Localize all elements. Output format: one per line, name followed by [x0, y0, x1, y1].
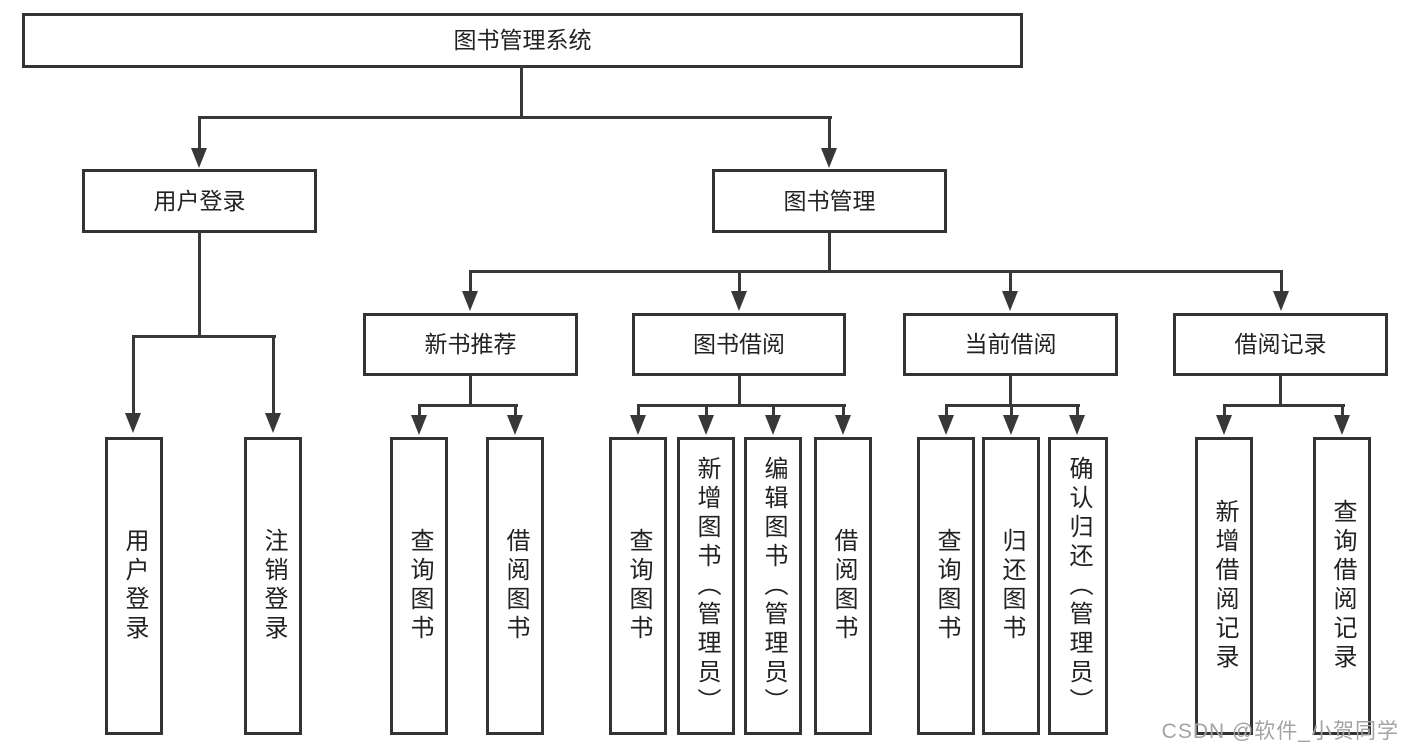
arrow-down-icon [821, 148, 837, 168]
node-user-login: 用户登录 [82, 169, 317, 233]
connector-line [705, 404, 708, 417]
leaf-newbook-borrow-books: 借阅图书 [486, 437, 544, 735]
connector-line [132, 335, 276, 338]
node-label: 用户登录 [153, 187, 246, 214]
arrow-down-icon [1069, 415, 1085, 435]
node-label: 编辑图书（管理员） [760, 455, 787, 717]
node-label: 新增图书（管理员） [693, 455, 720, 717]
arrow-down-icon [462, 291, 478, 311]
arrow-down-icon [265, 413, 281, 433]
connector-line [1010, 404, 1013, 417]
node-library-system: 图书管理系统 [22, 13, 1023, 68]
connector-line [198, 116, 832, 119]
connector-line [469, 270, 472, 293]
leaf-logout: 注销登录 [244, 437, 302, 735]
node-label: 注销登录 [260, 528, 287, 644]
connector-line [738, 270, 741, 293]
connector-line [1223, 404, 1226, 417]
node-new-book-recommend: 新书推荐 [363, 313, 578, 376]
connector-line [272, 335, 275, 415]
connector-line [418, 404, 518, 407]
node-label: 查询图书 [406, 528, 433, 644]
node-label: 查询借阅记录 [1329, 499, 1356, 673]
arrow-down-icon [938, 415, 954, 435]
node-book-management: 图书管理 [712, 169, 947, 233]
connector-line [945, 404, 948, 417]
arrow-down-icon [731, 291, 747, 311]
node-label: 用户登录 [121, 528, 148, 644]
connector-line [132, 335, 135, 415]
connector-line [1279, 376, 1282, 407]
leaf-user-login: 用户登录 [105, 437, 163, 735]
arrow-down-icon [1334, 415, 1350, 435]
node-label: 新增借阅记录 [1211, 499, 1238, 673]
connector-line [198, 232, 201, 338]
arrow-down-icon [765, 415, 781, 435]
node-label: 借阅图书 [830, 528, 857, 644]
connector-line [1223, 404, 1345, 407]
leaf-current-query-books: 查询图书 [917, 437, 975, 735]
connector-line [772, 404, 775, 417]
node-label: 借阅图书 [502, 528, 529, 644]
node-label: 归还图书 [998, 528, 1025, 644]
node-borrowing-records: 借阅记录 [1173, 313, 1388, 376]
connector-line [842, 404, 845, 417]
leaf-current-confirm-return-admin: 确认归还（管理员） [1048, 437, 1108, 735]
connector-line [828, 116, 831, 149]
node-current-borrowing: 当前借阅 [903, 313, 1118, 376]
leaf-borrow-query-books: 查询图书 [609, 437, 667, 735]
node-book-borrowing: 图书借阅 [632, 313, 846, 376]
connector-line [1280, 270, 1283, 293]
connector-line [469, 270, 1283, 273]
connector-line [1009, 270, 1012, 293]
node-label: 图书管理 [783, 187, 876, 214]
connector-line [418, 404, 421, 417]
connector-line [828, 232, 831, 273]
arrow-down-icon [698, 415, 714, 435]
connector-line [198, 116, 201, 149]
arrow-down-icon [1273, 291, 1289, 311]
leaf-current-return-books: 归还图书 [982, 437, 1040, 735]
node-label: 查询图书 [625, 528, 652, 644]
leaf-borrow-edit-books-admin: 编辑图书（管理员） [744, 437, 802, 735]
node-label: 查询图书 [933, 528, 960, 644]
connector-line [469, 376, 472, 407]
arrow-down-icon [507, 415, 523, 435]
connector-line [738, 376, 741, 407]
node-label: 图书管理系统 [453, 27, 592, 53]
arrow-down-icon [835, 415, 851, 435]
leaf-records-add-record: 新增借阅记录 [1195, 437, 1253, 735]
node-label: 新书推荐 [424, 331, 517, 357]
node-label: 确认归还（管理员） [1065, 455, 1092, 717]
arrow-down-icon [191, 148, 207, 168]
connector-line [1009, 376, 1012, 407]
connector-line [520, 65, 523, 118]
arrow-down-icon [1002, 291, 1018, 311]
node-label: 当前借阅 [964, 331, 1057, 357]
node-label: 图书借阅 [693, 331, 785, 357]
csdn-watermark: CSDN @软件_小贺同学 [1161, 720, 1399, 743]
connector-line [514, 404, 517, 417]
leaf-newbook-query-books: 查询图书 [390, 437, 448, 735]
arrow-down-icon [1003, 415, 1019, 435]
node-label: 借阅记录 [1234, 331, 1327, 357]
connector-line [1341, 404, 1344, 417]
arrow-down-icon [630, 415, 646, 435]
connector-line [1076, 404, 1079, 417]
leaf-records-query-record: 查询借阅记录 [1313, 437, 1371, 735]
leaf-borrow-borrow-books: 借阅图书 [814, 437, 872, 735]
arrow-down-icon [411, 415, 427, 435]
connector-line [637, 404, 846, 407]
arrow-down-icon [125, 413, 141, 433]
arrow-down-icon [1216, 415, 1232, 435]
connector-line [637, 404, 640, 417]
leaf-borrow-add-books-admin: 新增图书（管理员） [677, 437, 735, 735]
